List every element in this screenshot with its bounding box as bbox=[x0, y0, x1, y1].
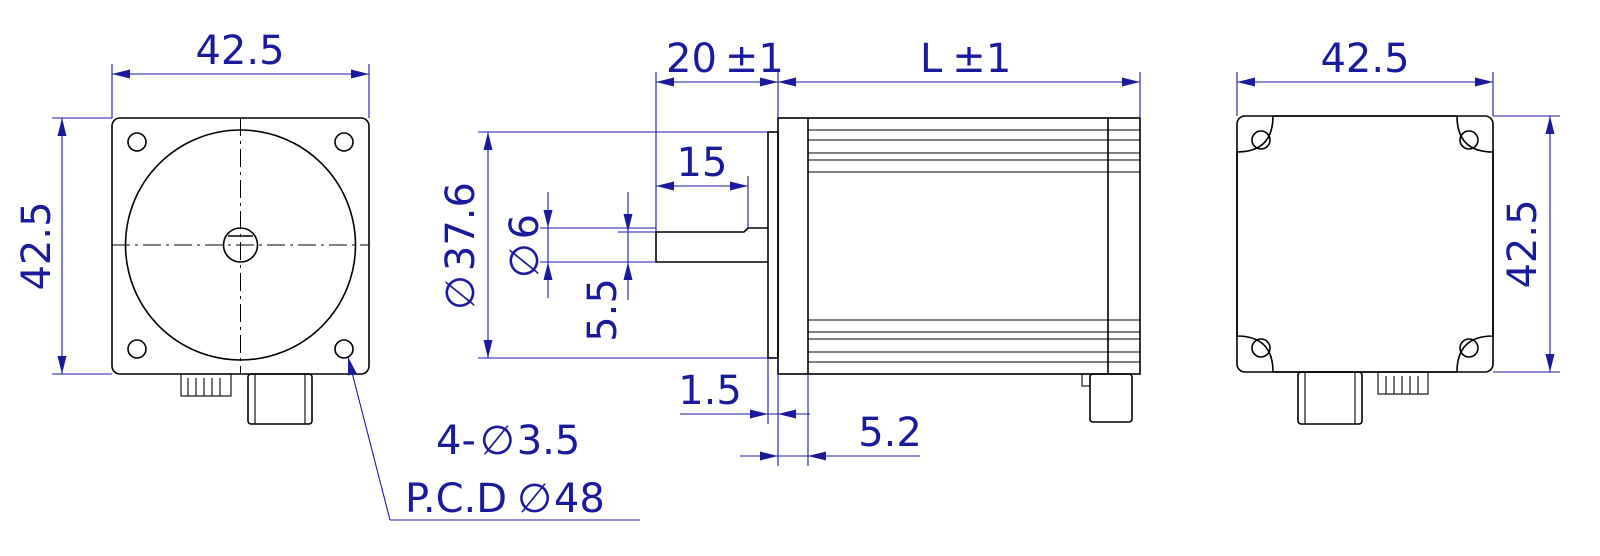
side-fins-bottom bbox=[808, 319, 1140, 363]
rear-height-label: 42.5 bbox=[1500, 199, 1546, 288]
key-length-dimension bbox=[656, 176, 749, 228]
front-encoder-connector bbox=[180, 373, 232, 397]
front-width-dimension bbox=[111, 64, 370, 118]
flange-thickness-label: 5.2 bbox=[858, 410, 922, 456]
side-fins-top bbox=[808, 129, 1140, 173]
pilot-height-label: 1.5 bbox=[678, 368, 742, 414]
front-view: 42.5 42.5 4-∅3.5 P.C.D∅48 bbox=[14, 28, 640, 522]
front-height-dimension bbox=[52, 117, 112, 375]
pilot-diameter-value: 37.6 bbox=[438, 182, 484, 271]
body-length-dimension bbox=[778, 72, 1141, 118]
rear-power-connector bbox=[1297, 371, 1363, 425]
shaft-length-value: 20 bbox=[666, 36, 717, 82]
front-power-connector bbox=[247, 373, 313, 425]
rear-endcap bbox=[1236, 115, 1494, 373]
front-height-label: 42.5 bbox=[14, 201, 60, 290]
rear-width-label: 42.5 bbox=[1320, 36, 1409, 82]
hole-leader bbox=[343, 355, 640, 521]
hole-callout-line1: 4-∅3.5 bbox=[436, 418, 580, 464]
front-mount-hole-bl bbox=[127, 339, 147, 359]
pcd-label: P.C.D bbox=[405, 476, 507, 522]
shaft-diameter-dimension bbox=[540, 192, 656, 298]
flat-depth-dimension bbox=[618, 192, 656, 300]
front-width-label: 42.5 bbox=[195, 28, 284, 74]
diameter-symbol: ∅ bbox=[438, 275, 484, 310]
side-body-outline bbox=[777, 117, 1141, 375]
hole-count: 4- bbox=[436, 418, 476, 464]
rear-width-dimension bbox=[1236, 72, 1494, 116]
rear-mount-hole-bl bbox=[1251, 338, 1271, 358]
pilot-height-dimension bbox=[680, 358, 810, 424]
rear-mount-hole-tl bbox=[1251, 130, 1271, 150]
key-length-label: 15 bbox=[677, 140, 728, 186]
rear-mount-hole-br bbox=[1459, 338, 1479, 358]
pilot-diameter-label: ∅ 37.6 bbox=[438, 182, 484, 310]
flange-thickness-dimension bbox=[740, 374, 920, 466]
side-connector bbox=[1081, 373, 1133, 423]
pilot-diameter-dimension bbox=[478, 131, 768, 359]
side-shaft bbox=[655, 227, 768, 263]
rear-encoder-connector bbox=[1377, 371, 1429, 395]
side-view: 20±1 L±1 15 ∅37.6 bbox=[438, 36, 1141, 466]
body-length-label: L±1 bbox=[920, 36, 1011, 82]
body-length-tol: ±1 bbox=[952, 36, 1011, 82]
rear-height-dimension bbox=[1493, 115, 1560, 373]
diameter-symbol: ∅ bbox=[480, 418, 515, 464]
pcd-value: 48 bbox=[554, 476, 605, 522]
shaft-diameter-value: 6 bbox=[502, 214, 548, 239]
side-pilot bbox=[767, 131, 779, 359]
rear-outline bbox=[1236, 115, 1494, 373]
front-mount-hole-tl bbox=[127, 132, 147, 152]
body-length-value: L bbox=[920, 36, 943, 82]
rear-mount-hole-tr bbox=[1459, 130, 1479, 150]
hole-diameter: 3.5 bbox=[517, 418, 581, 464]
hole-callout-line2: P.C.D∅48 bbox=[405, 476, 605, 522]
flat-depth-label: 5.5 bbox=[580, 278, 626, 342]
shaft-length-tol: ±1 bbox=[725, 36, 784, 82]
front-mount-hole-tr bbox=[334, 132, 354, 152]
front-mount-hole-br bbox=[334, 339, 354, 359]
shaft-diameter-label: ∅6 bbox=[502, 214, 548, 278]
diameter-symbol: ∅ bbox=[502, 243, 548, 278]
diameter-symbol: ∅ bbox=[517, 476, 552, 522]
shaft-length-label: 20±1 bbox=[666, 36, 784, 82]
rear-view: 42.5 42.5 bbox=[1236, 36, 1560, 425]
shaft-length-dimension bbox=[655, 72, 779, 232]
